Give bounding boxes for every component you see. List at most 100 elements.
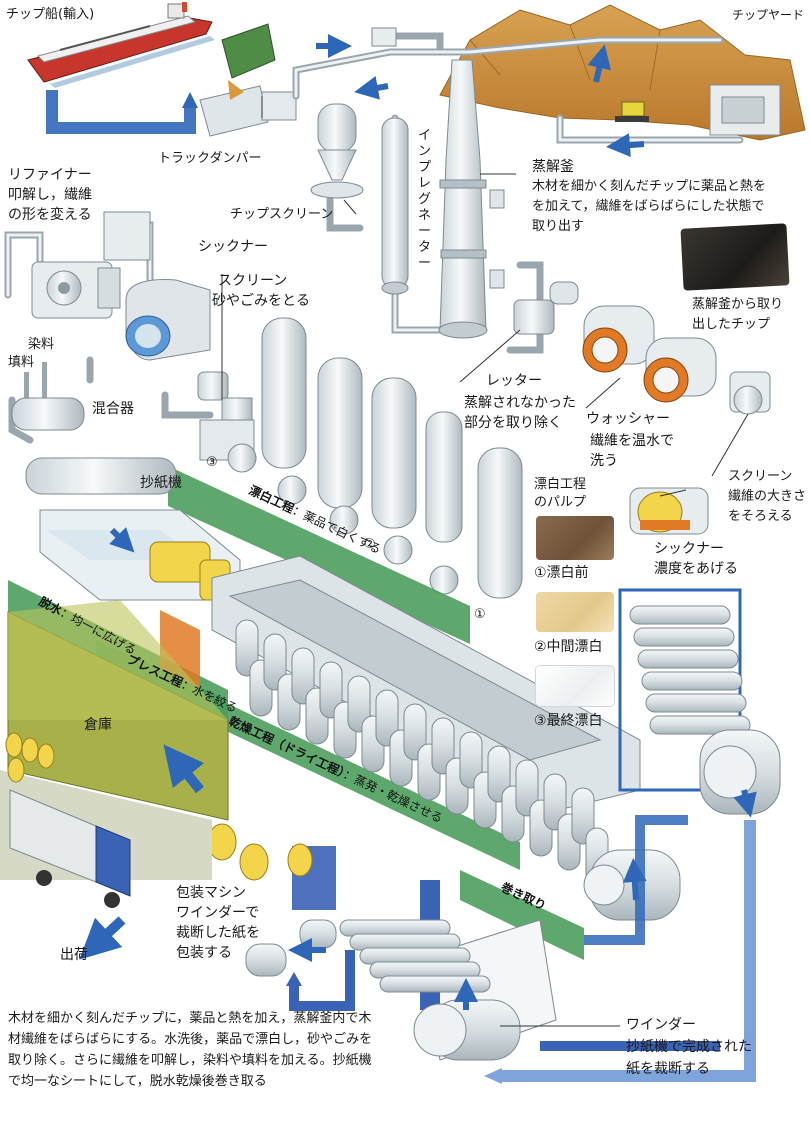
dye-filler-inlets — [24, 362, 47, 402]
truck-dumper — [199, 23, 297, 137]
delivery-truck — [9, 789, 131, 908]
label-thickener-1: シックナー — [198, 239, 268, 255]
dryer-roll — [347, 675, 371, 733]
reel-section — [583, 849, 681, 921]
label-chip-yard: チップヤード — [732, 8, 805, 22]
dryer-roll — [263, 633, 287, 691]
dryer-roll — [375, 689, 399, 747]
label-knotter-desc-2: 部分を取り除く — [464, 415, 562, 431]
ship-to-dumper-arrow — [46, 90, 196, 134]
label-knotter-title: レッター — [486, 373, 542, 389]
label-chip-photo-2: 出したチップ — [692, 317, 771, 332]
knotter — [513, 281, 579, 335]
impregnator-tower — [381, 117, 409, 295]
calender-roll — [645, 693, 747, 713]
pulp-final-bleach-photo — [536, 666, 614, 706]
label-paper-machine: 抄紙機 — [140, 475, 182, 491]
label-packaging-3: 裁断した紙を — [176, 925, 260, 941]
dryer-roll — [431, 717, 455, 775]
label-filler: 填料 — [8, 355, 35, 370]
chip-screen — [310, 103, 364, 199]
label-warehouse: 倉庫 — [84, 717, 112, 733]
thickener-1 — [103, 211, 211, 361]
label-stage-3: ③最終漂白 — [534, 713, 603, 729]
label-impregnator: インプレグネーター — [418, 128, 432, 271]
label-washer-desc-1: 繊維を温水で — [590, 433, 674, 449]
drums — [5, 732, 55, 783]
digester-tower — [438, 59, 505, 339]
calendar-stack — [618, 588, 781, 818]
chip-yard — [439, 4, 806, 141]
calender-roll — [629, 605, 731, 625]
label-refiner-desc-2: の形を変える — [8, 207, 92, 223]
label-bleach-pulp-1: 漂白工程 — [534, 477, 587, 492]
label-packaging-1: 包装マシン — [176, 885, 246, 901]
label-winder-desc-2: 紙を裁断する — [626, 1061, 710, 1077]
label-num-3: ③ — [206, 455, 218, 470]
label-chip-screen: チップスクリーン — [230, 207, 334, 222]
paper-machine — [25, 457, 241, 688]
dryer-roll — [515, 759, 539, 817]
label-digester-desc-3: 取り出す — [532, 219, 585, 234]
label-mixer: 混合器 — [92, 401, 134, 417]
winder-roll — [379, 975, 491, 993]
pulp-before-bleach-photo — [536, 516, 614, 560]
label-packaging-2: ワインダーで — [176, 905, 260, 921]
label-chip-photo-1: 蒸解釜から取り — [692, 297, 784, 312]
label-screen-2-desc-2: をそろえる — [728, 509, 793, 524]
packaging-machine — [207, 823, 337, 977]
label-shipping: 出荷 — [60, 947, 88, 963]
dryer-roll — [571, 787, 595, 845]
label-num-1: ① — [474, 607, 486, 622]
label-screen-1-desc: 砂やごみをとる — [212, 293, 310, 309]
bulldozer — [615, 101, 649, 122]
label-screen-2-desc-1: 繊維の大きさ — [728, 489, 807, 504]
calender-roll — [649, 715, 751, 735]
label-screen-2-title: スクリーン — [728, 469, 793, 484]
label-num-2: ② — [364, 537, 376, 552]
dryer-roll — [291, 647, 315, 705]
dryer-roll — [403, 703, 427, 761]
label-truck-dumper: トラックダンパー — [158, 151, 262, 166]
label-stage-2: ②中間漂白 — [534, 639, 603, 655]
label-bleach-pulp-2: のパルプ — [534, 495, 587, 510]
label-stage-1: ①漂白前 — [534, 565, 589, 581]
washers — [582, 305, 771, 415]
mixer-tank — [11, 397, 85, 431]
dryer-roll — [235, 619, 259, 677]
label-dye: 染料 — [28, 337, 55, 352]
label-washer-desc-2: 洗う — [590, 453, 618, 469]
dryer-roll — [319, 661, 343, 719]
label-thickener-2-desc: 濃度をあげる — [654, 561, 738, 577]
pulp-mid-bleach-photo — [536, 592, 614, 632]
label-washer-title: ウォッシャー — [586, 411, 670, 427]
dryer-roll — [487, 745, 511, 803]
calender-roll — [633, 627, 735, 647]
label-thickener-2-title: シックナー — [654, 541, 724, 557]
label-digester-desc-1: 木材を細かく刻んだチップに薬品と熱を — [532, 179, 767, 194]
bleaching-towers — [227, 317, 523, 599]
screen-1 — [197, 371, 255, 461]
label-screen-1-title: スクリーン — [218, 273, 288, 289]
chip-ship — [27, 2, 215, 88]
label-digester-desc-2: を加えて，繊維をばらばらにした状態で — [532, 199, 765, 214]
calender-roll — [637, 649, 739, 669]
dryer-roll — [459, 731, 483, 789]
label-refiner-title: リファイナー — [8, 167, 92, 183]
winder-machine — [339, 880, 557, 1061]
process-summary-caption: 木材を細かく刻んだチップに，薬品と熱を加え，蒸解釜内で木材繊維をばらばらにする。… — [8, 1011, 373, 1089]
dryer-roll — [543, 773, 567, 831]
label-chip-ship: チップ船(輸入) — [6, 7, 95, 22]
thickener-2 — [629, 487, 709, 535]
label-winder-desc-1: 抄紙機で完成された — [626, 1039, 752, 1055]
calender-roll — [641, 671, 743, 691]
label-packaging-4: 包装する — [176, 945, 232, 961]
label-refiner-desc-1: 叩解し，繊維 — [8, 187, 92, 203]
digested-chip-photo — [680, 223, 790, 291]
label-knotter-desc-1: 蒸解されなかった — [464, 395, 576, 411]
refiner-machine — [31, 261, 121, 319]
dryer-rolls — [235, 619, 609, 885]
label-digester-title: 蒸解釜 — [532, 159, 574, 175]
label-winder-title: ワインダー — [626, 1017, 696, 1033]
